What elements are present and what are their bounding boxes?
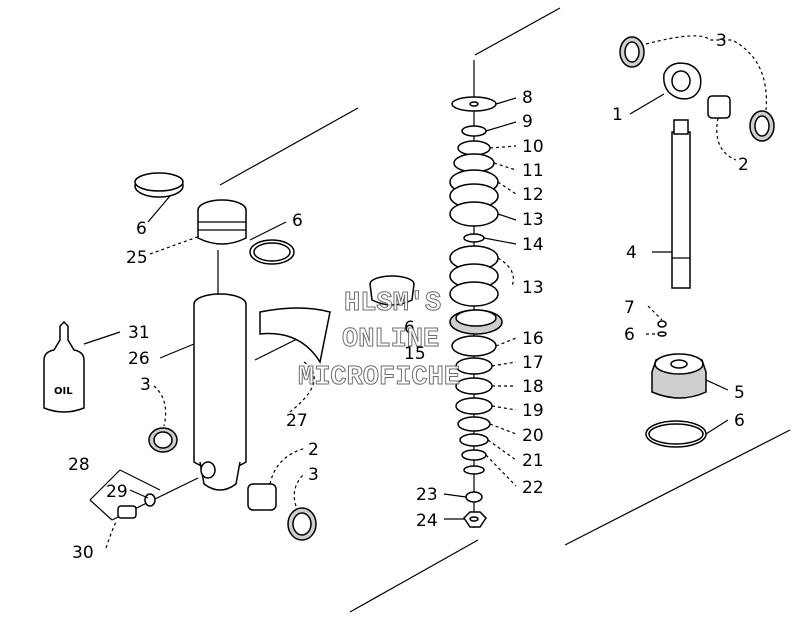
callout-6-left: 6 [136,219,147,239]
callout-11: 11 [522,161,544,181]
callout-6-right-bottom: 6 [734,411,745,431]
callout-27: 27 [286,411,308,431]
callout-25: 25 [126,248,148,268]
callout-26: 26 [128,349,150,369]
callout-30: 30 [72,543,94,563]
callout-7: 7 [624,298,635,318]
callout-2-right: 2 [738,155,749,175]
valve-stack [369,60,503,528]
callout-6-middle: 6 [404,318,415,338]
callout-16: 16 [522,329,544,349]
callout-14: 14 [522,235,544,255]
callout-5: 5 [734,383,745,403]
callout-13b: 13 [522,278,544,298]
callout-20: 20 [522,426,544,446]
callout-10: 10 [522,137,544,157]
callout-8: 8 [522,88,533,108]
oil-bottle-label: OIL [54,386,73,397]
callout-6-right: 6 [624,325,635,345]
shock-body [43,172,331,541]
shaft-assembly [619,36,775,448]
callout-17: 17 [522,353,544,373]
callout-2-left: 2 [308,440,319,460]
callout-3-left: 3 [140,375,151,395]
callout-3-left-2: 3 [308,465,319,485]
callout-23: 23 [416,485,438,505]
callout-21: 21 [522,451,544,471]
callout-9: 9 [522,112,533,132]
callout-18: 18 [522,377,544,397]
callout-24: 24 [416,511,438,531]
callout-12: 12 [522,185,544,205]
callout-19: 19 [522,401,544,421]
callout-22: 22 [522,478,544,498]
callout-4: 4 [626,243,637,263]
callout-29: 29 [106,482,128,502]
callout-15: 15 [404,344,426,364]
callout-13a: 13 [522,210,544,230]
section-lines [219,7,791,613]
watermark: HLSM'S ONLINE MICROFICHE [298,289,461,394]
callout-labels: 8 9 10 11 12 13 14 13 6 15 16 17 18 19 2… [54,31,749,563]
watermark-line-3: MICROFICHE [298,363,460,393]
callout-3-right: 3 [716,31,727,51]
callout-6-left-2: 6 [292,211,303,231]
callout-31: 31 [128,323,150,343]
callout-28: 28 [68,455,90,475]
watermark-line-2: ONLINE [342,325,439,355]
watermark-line-1: HLSM'S [344,289,441,319]
callout-1: 1 [612,105,623,125]
leader-lines [83,35,767,549]
